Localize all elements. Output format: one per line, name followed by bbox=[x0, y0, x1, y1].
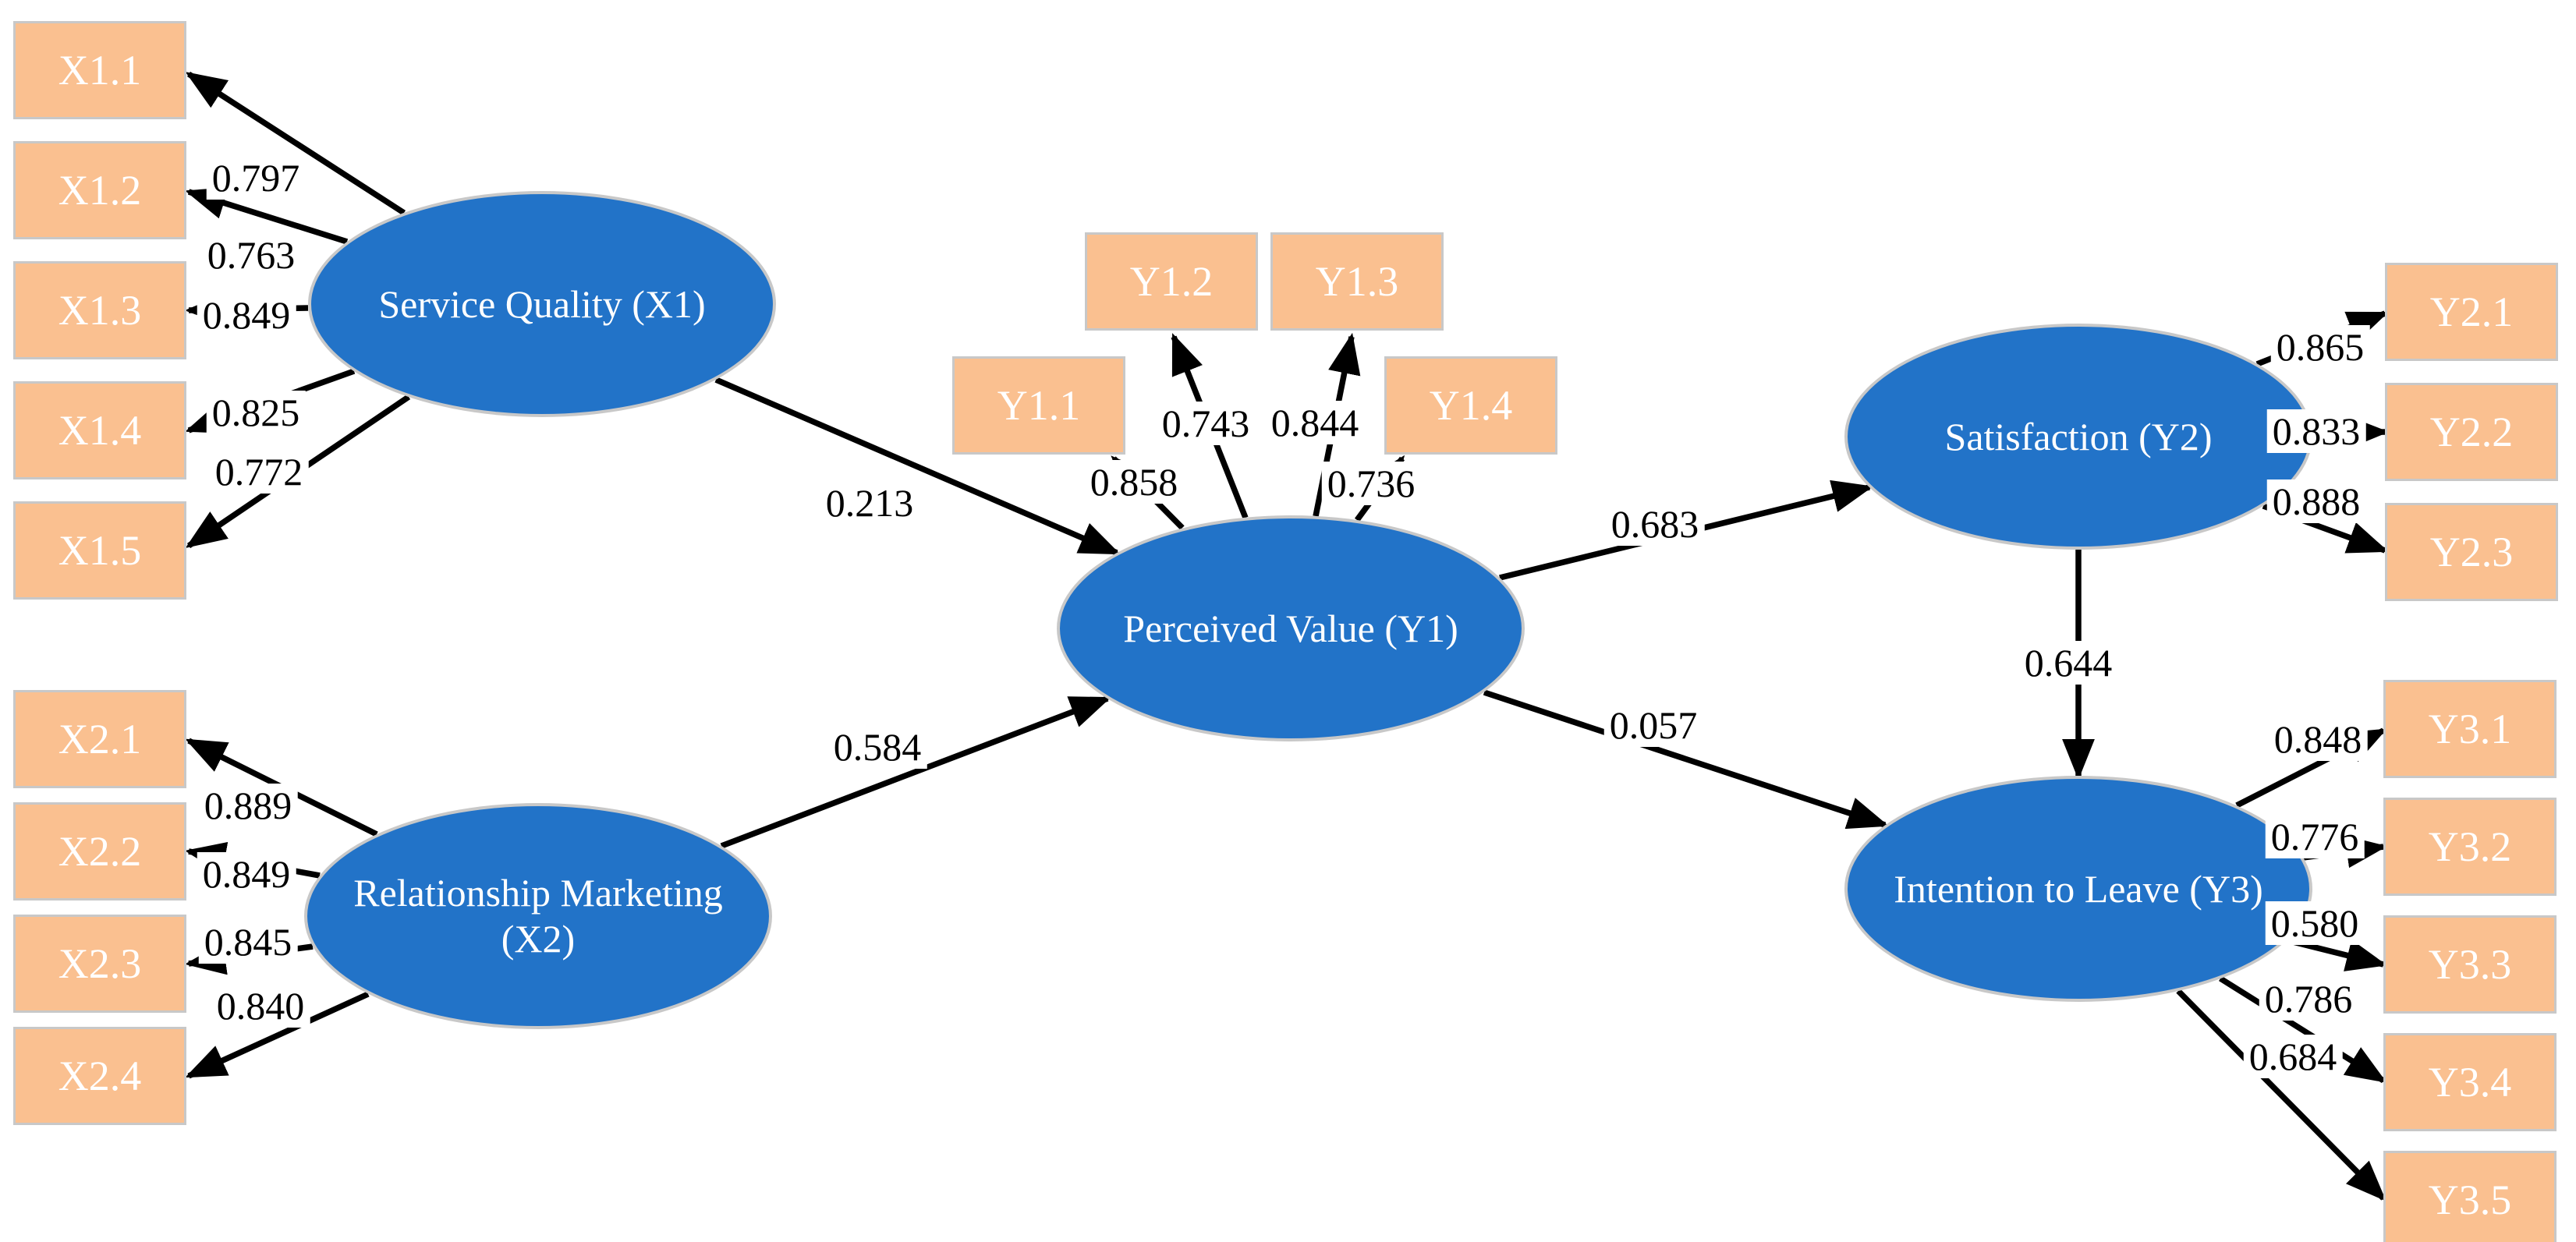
indicator-x2.3-label: X2.3 bbox=[58, 940, 142, 987]
latent-relationship-marketing-label: Relationship Marketing (X2) bbox=[353, 871, 723, 961]
loading-x1.4: 0.825 bbox=[206, 391, 306, 434]
indicator-x1.2-label: X1.2 bbox=[58, 167, 142, 214]
indicator-x1.5-label: X1.5 bbox=[58, 527, 142, 574]
indicator-x1.1: X1.1 bbox=[13, 21, 186, 119]
indicator-x2.1-label: X2.1 bbox=[58, 716, 142, 763]
indicator-x1.3-label: X1.3 bbox=[58, 287, 142, 334]
indicator-y1.1-label: Y1.1 bbox=[997, 382, 1081, 429]
indicator-y2.1: Y2.1 bbox=[2385, 263, 2558, 361]
indicator-x2.4: X2.4 bbox=[13, 1027, 186, 1125]
loading-x1.1: 0.797 bbox=[206, 156, 306, 200]
path-coef-y1-to-y3: 0.057 bbox=[1603, 703, 1703, 747]
loading-y3.3: 0.580 bbox=[2265, 901, 2365, 945]
indicator-y2.2-label: Y2.2 bbox=[2429, 409, 2514, 455]
loading-x2.1: 0.889 bbox=[198, 784, 298, 827]
loading-y1.3: 0.844 bbox=[1265, 401, 1365, 444]
indicator-y3.4: Y3.4 bbox=[2383, 1033, 2557, 1131]
indicator-y3.4-label: Y3.4 bbox=[2428, 1059, 2512, 1106]
indicator-y3.3: Y3.3 bbox=[2383, 915, 2557, 1014]
indicator-y1.4: Y1.4 bbox=[1384, 356, 1557, 455]
loading-x2.4: 0.840 bbox=[211, 984, 310, 1028]
latent-relationship-marketing: Relationship Marketing (X2) bbox=[304, 803, 772, 1029]
latent-intention-to-leave: Intention to Leave (Y3) bbox=[1844, 776, 2312, 1002]
indicator-x1.1-label: X1.1 bbox=[58, 47, 142, 94]
loading-x1.2: 0.763 bbox=[201, 233, 301, 277]
arrow-y3-to-y3.5 bbox=[2176, 989, 2386, 1201]
indicator-y3.3-label: Y3.3 bbox=[2428, 941, 2512, 988]
indicator-x1.4-label: X1.4 bbox=[58, 407, 142, 454]
latent-satisfaction: Satisfaction (Y2) bbox=[1844, 324, 2312, 550]
latent-intention-to-leave-label: Intention to Leave (Y3) bbox=[1894, 866, 2263, 911]
indicator-x2.4-label: X2.4 bbox=[58, 1053, 142, 1099]
loading-x2.2: 0.849 bbox=[197, 852, 296, 896]
latent-service-quality-label: Service Quality (X1) bbox=[378, 281, 706, 326]
loading-y2.1: 0.865 bbox=[2270, 325, 2370, 369]
arrow-x1-to-x1.2 bbox=[184, 187, 349, 245]
loading-x2.3: 0.845 bbox=[198, 920, 298, 964]
indicator-y2.1-label: Y2.1 bbox=[2429, 288, 2514, 335]
arrow-x1-to-x1.1 bbox=[185, 71, 406, 216]
indicator-x1.3: X1.3 bbox=[13, 261, 186, 359]
indicator-y3.1: Y3.1 bbox=[2383, 680, 2557, 778]
indicator-y3.5: Y3.5 bbox=[2383, 1151, 2557, 1242]
arrow-x2-to-x2.4 bbox=[185, 991, 370, 1079]
loading-y3.4: 0.786 bbox=[2259, 977, 2358, 1021]
loading-y1.2: 0.743 bbox=[1156, 402, 1256, 445]
indicator-x2.2-label: X2.2 bbox=[58, 828, 142, 875]
indicator-y1.2: Y1.2 bbox=[1085, 232, 1258, 331]
path-coef-y1-to-y2: 0.683 bbox=[1605, 502, 1705, 546]
arrow-y3-to-y3.4 bbox=[2219, 975, 2387, 1084]
loading-x1.3: 0.849 bbox=[197, 293, 296, 337]
path-coef-y2-to-y3: 0.644 bbox=[2018, 641, 2118, 685]
indicator-x2.3: X2.3 bbox=[13, 915, 186, 1013]
latent-perceived-value-label: Perceived Value (Y1) bbox=[1123, 606, 1458, 650]
arrow-y1-to-y3 bbox=[1483, 689, 1889, 830]
loading-y2.3: 0.888 bbox=[2266, 479, 2366, 523]
indicator-y3.1-label: Y3.1 bbox=[2428, 706, 2512, 752]
loading-x1.5: 0.772 bbox=[209, 450, 309, 494]
latent-service-quality: Service Quality (X1) bbox=[308, 191, 776, 417]
indicator-x1.2: X1.2 bbox=[13, 141, 186, 239]
indicator-y3.5-label: Y3.5 bbox=[2428, 1177, 2512, 1223]
loading-y3.1: 0.848 bbox=[2268, 717, 2368, 761]
latent-perceived-value: Perceived Value (Y1) bbox=[1057, 515, 1525, 741]
loading-y1.4: 0.736 bbox=[1321, 462, 1421, 505]
indicator-y2.3: Y2.3 bbox=[2385, 503, 2558, 601]
indicator-y1.2-label: Y1.2 bbox=[1129, 258, 1214, 305]
path-coef-x2-to-y1: 0.584 bbox=[827, 725, 927, 769]
indicator-y3.2: Y3.2 bbox=[2383, 798, 2557, 896]
loading-y3.2: 0.776 bbox=[2265, 815, 2365, 858]
loading-y3.5: 0.684 bbox=[2243, 1035, 2343, 1078]
indicator-y1.3-label: Y1.3 bbox=[1315, 258, 1399, 305]
arrow-x2-to-y1 bbox=[720, 695, 1111, 849]
indicator-x1.5: X1.5 bbox=[13, 501, 186, 600]
indicator-y1.1: Y1.1 bbox=[952, 356, 1125, 455]
indicator-y2.3-label: Y2.3 bbox=[2429, 529, 2514, 575]
loading-y1.1: 0.858 bbox=[1084, 460, 1184, 504]
indicator-y2.2: Y2.2 bbox=[2385, 383, 2558, 481]
latent-satisfaction-label: Satisfaction (Y2) bbox=[1944, 414, 2213, 458]
indicator-x1.4: X1.4 bbox=[13, 381, 186, 479]
indicator-y1.4-label: Y1.4 bbox=[1429, 382, 1513, 429]
indicator-x2.2: X2.2 bbox=[13, 802, 186, 901]
indicator-x2.1: X2.1 bbox=[13, 690, 186, 788]
indicator-y3.2-label: Y3.2 bbox=[2428, 823, 2512, 870]
indicator-y1.3: Y1.3 bbox=[1270, 232, 1444, 331]
arrow-x1-to-y1 bbox=[714, 377, 1121, 556]
loading-y2.2: 0.833 bbox=[2266, 409, 2366, 453]
path-coef-x1-to-y1: 0.213 bbox=[820, 481, 919, 525]
